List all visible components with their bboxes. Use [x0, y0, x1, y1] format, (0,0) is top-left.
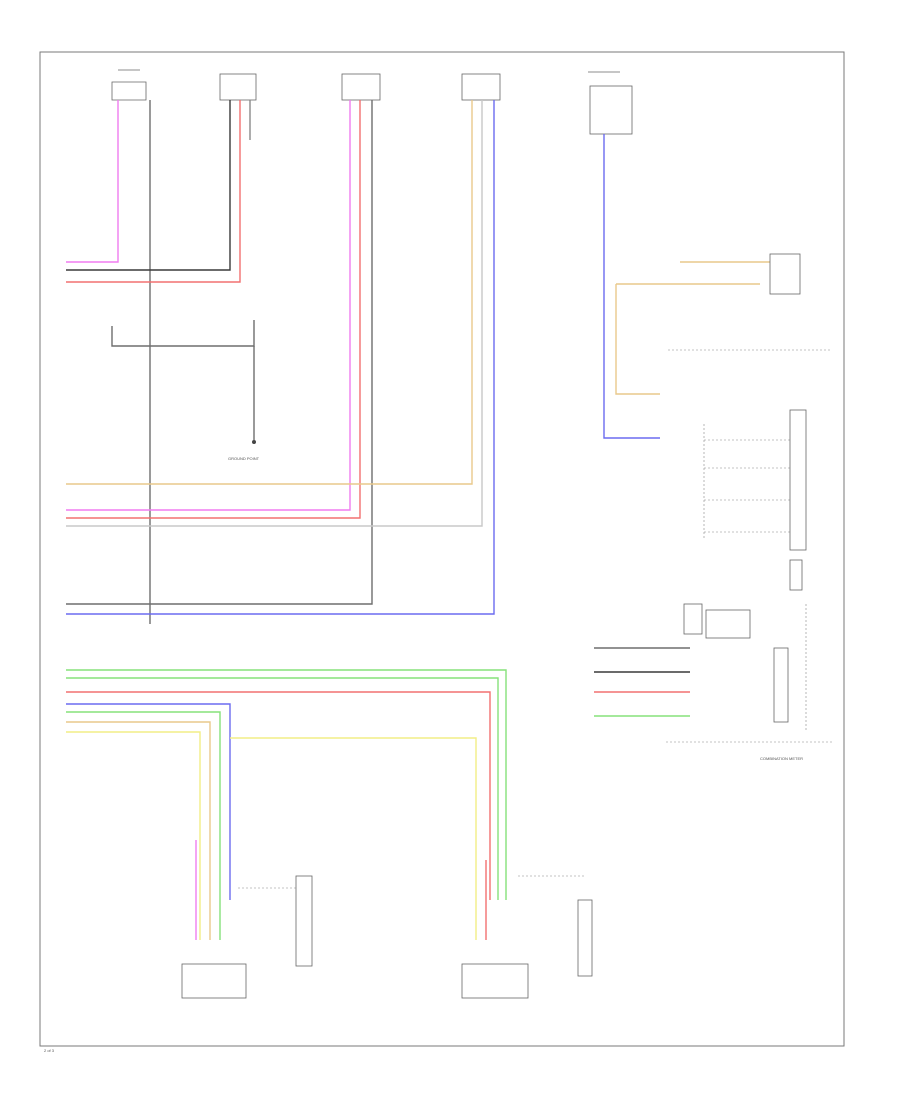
footer-code: 2 of 3: [44, 1048, 55, 1053]
ground-point: [252, 440, 256, 444]
top-left-sensor: [111, 69, 147, 101]
bottom-right-connector: [461, 963, 529, 999]
combination-meter: [683, 409, 807, 730]
wire-light-4: [66, 100, 483, 527]
right-upper-module: [769, 253, 801, 295]
connector-3: [341, 73, 381, 101]
bottom-sensor-middle: [238, 875, 313, 967]
diagram-frame: [39, 51, 845, 1047]
wire-green-c: [66, 711, 221, 940]
connector-4: [461, 73, 501, 101]
top-right-sensor: [588, 71, 633, 135]
wire-black-3: [66, 100, 373, 605]
bottom-sensor-right: [518, 875, 593, 977]
wire-red-3: [66, 100, 361, 519]
connector-2: [219, 73, 257, 101]
wire-green-a: [66, 669, 507, 900]
wire-blue-b: [66, 703, 231, 900]
wire-pink-3: [66, 100, 351, 511]
wire-pink-1: [66, 100, 119, 263]
wire-yellow-c: [66, 731, 477, 940]
wire-green-b: [66, 677, 499, 900]
wire-tan-c: [66, 721, 211, 940]
ground-label: GROUND POINT: [228, 456, 260, 461]
wire-red-2: [66, 100, 241, 283]
wire-gray-junction: [111, 320, 255, 347]
wire-tan-4: [66, 100, 473, 485]
bottom-left-connector: [181, 963, 247, 999]
wire-tan-right: [615, 283, 760, 395]
wire-black-2: [66, 100, 231, 271]
wire-blue-top-right: [603, 134, 660, 439]
wire-blue-4: [66, 100, 495, 615]
combination-meter-caption: COMBINATION METER: [760, 756, 803, 761]
wire-red-b: [66, 691, 491, 900]
